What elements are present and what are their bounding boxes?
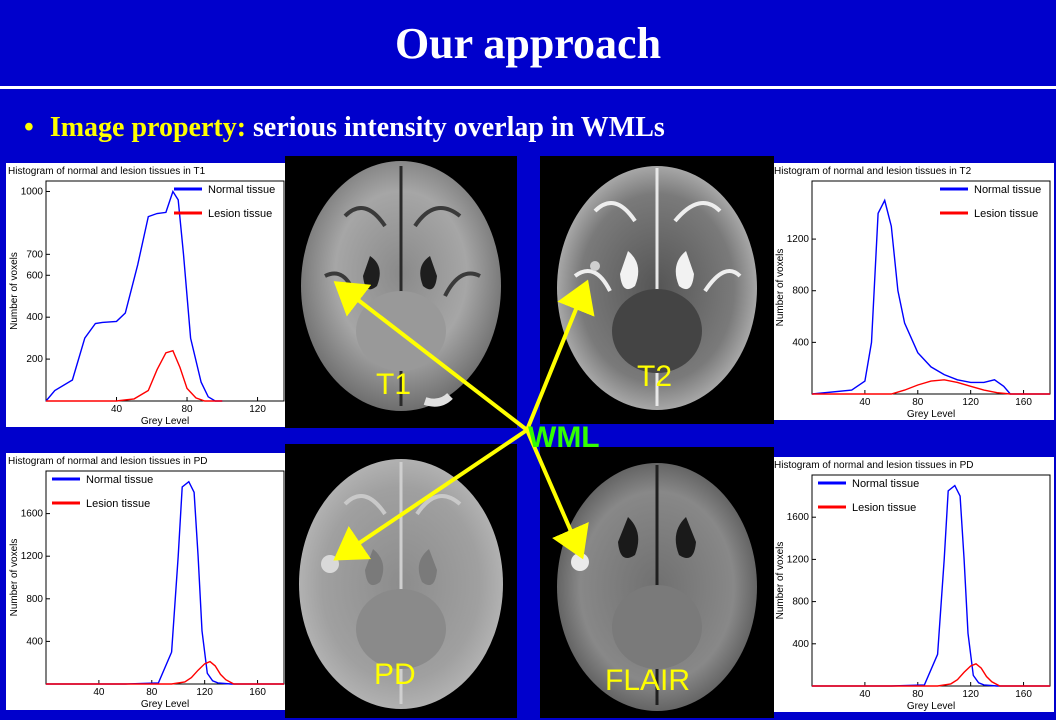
legend-label: Lesion tissue	[974, 208, 1038, 220]
x-tick-label: 40	[859, 397, 871, 408]
y-tick-label: 200	[26, 354, 43, 365]
x-tick-label: 120	[196, 687, 213, 698]
x-tick-label: 160	[1015, 689, 1032, 700]
bullet-point: • Image property: serious intensity overl…	[24, 112, 665, 144]
y-tick-label: 1000	[21, 186, 44, 197]
legend-label: Lesion tissue	[852, 502, 916, 514]
histogram-svg: Histogram of normal and lesion tissues i…	[774, 460, 1051, 712]
legend-label: Normal tissue	[86, 474, 153, 486]
legend-label: Normal tissue	[208, 184, 275, 196]
histogram-t2: Histogram of normal and lesion tissues i…	[772, 163, 1054, 420]
y-tick-label: 400	[26, 636, 43, 647]
x-tick-label: 120	[962, 689, 979, 700]
legend-label: Normal tissue	[852, 478, 919, 490]
histogram-svg: Histogram of normal and lesion tissues i…	[774, 166, 1051, 420]
legend-label: Lesion tissue	[86, 498, 150, 510]
x-tick-label: 40	[859, 689, 871, 700]
y-tick-label: 800	[792, 286, 809, 297]
histogram-t1: Histogram of normal and lesion tissues i…	[6, 163, 288, 427]
y-axis-label: Number of voxels	[9, 252, 20, 330]
y-tick-label: 400	[792, 337, 809, 348]
histogram-title: Histogram of normal and lesion tissues i…	[774, 460, 974, 471]
y-tick-label: 400	[792, 639, 809, 650]
x-axis-label: Grey Level	[141, 699, 189, 710]
bullet-text: serious intensity overlap in WMLs	[246, 112, 665, 143]
y-tick-label: 800	[26, 594, 43, 605]
y-tick-label: 1200	[21, 551, 44, 562]
series-line-normal	[811, 198, 1050, 395]
histogram-title: Histogram of normal and lesion tissues i…	[774, 166, 972, 177]
slide-title: Our approach	[394, 19, 662, 68]
legend-label: Normal tissue	[974, 184, 1041, 196]
histogram-svg: Histogram of normal and lesion tissues i…	[8, 166, 285, 427]
mri-t2-image	[540, 156, 774, 424]
x-tick-label: 40	[93, 687, 105, 698]
y-tick-label: 1600	[21, 509, 44, 520]
mri-flair-image	[540, 447, 774, 718]
x-tick-label: 160	[1015, 397, 1032, 408]
mri-t1-image	[285, 156, 517, 428]
x-tick-label: 80	[912, 397, 924, 408]
histogram-title: Histogram of normal and lesion tissues i…	[8, 456, 208, 467]
series-line-lesion	[46, 349, 223, 402]
y-axis-label: Number of voxels	[9, 539, 20, 617]
series-line-lesion	[812, 379, 1050, 395]
x-tick-label: 40	[111, 404, 123, 415]
x-tick-label: 80	[146, 687, 158, 698]
bullet-icon: •	[24, 112, 34, 143]
x-axis-label: Grey Level	[907, 409, 955, 420]
title-divider	[0, 86, 1056, 89]
series-line-normal	[46, 480, 284, 685]
y-axis-label: Number of voxels	[775, 249, 786, 327]
y-tick-label: 600	[26, 270, 43, 281]
histogram-svg: Histogram of normal and lesion tissues i…	[8, 456, 285, 710]
bullet-key: Image property:	[49, 112, 247, 143]
plot-frame	[811, 474, 1051, 687]
x-tick-label: 160	[249, 687, 266, 698]
y-tick-label: 700	[26, 249, 43, 260]
y-tick-label: 1200	[787, 554, 810, 565]
series-line-lesion	[46, 660, 284, 685]
y-tick-label: 1600	[787, 512, 810, 523]
plot-frame	[811, 180, 1051, 395]
x-axis-label: Grey Level	[141, 416, 189, 427]
plot-frame	[45, 470, 285, 685]
x-tick-label: 80	[912, 689, 924, 700]
series-line-lesion	[812, 662, 1050, 687]
y-tick-label: 400	[26, 312, 43, 323]
series-line-normal	[812, 484, 1050, 687]
plot-frame	[45, 180, 285, 402]
x-axis-label: Grey Level	[907, 701, 955, 712]
x-tick-label: 80	[181, 404, 193, 415]
histogram-flair: Histogram of normal and lesion tissues i…	[772, 457, 1054, 712]
mri-pd-image	[285, 444, 517, 718]
y-tick-label: 800	[792, 597, 809, 608]
x-tick-label: 120	[249, 404, 266, 415]
y-tick-label: 1200	[787, 234, 810, 245]
legend-label: Lesion tissue	[208, 208, 272, 220]
y-axis-label: Number of voxels	[775, 542, 786, 620]
series-line-normal	[45, 189, 223, 402]
x-tick-label: 120	[962, 397, 979, 408]
histogram-title: Histogram of normal and lesion tissues i…	[8, 166, 206, 177]
histogram-pd: Histogram of normal and lesion tissues i…	[6, 453, 288, 710]
